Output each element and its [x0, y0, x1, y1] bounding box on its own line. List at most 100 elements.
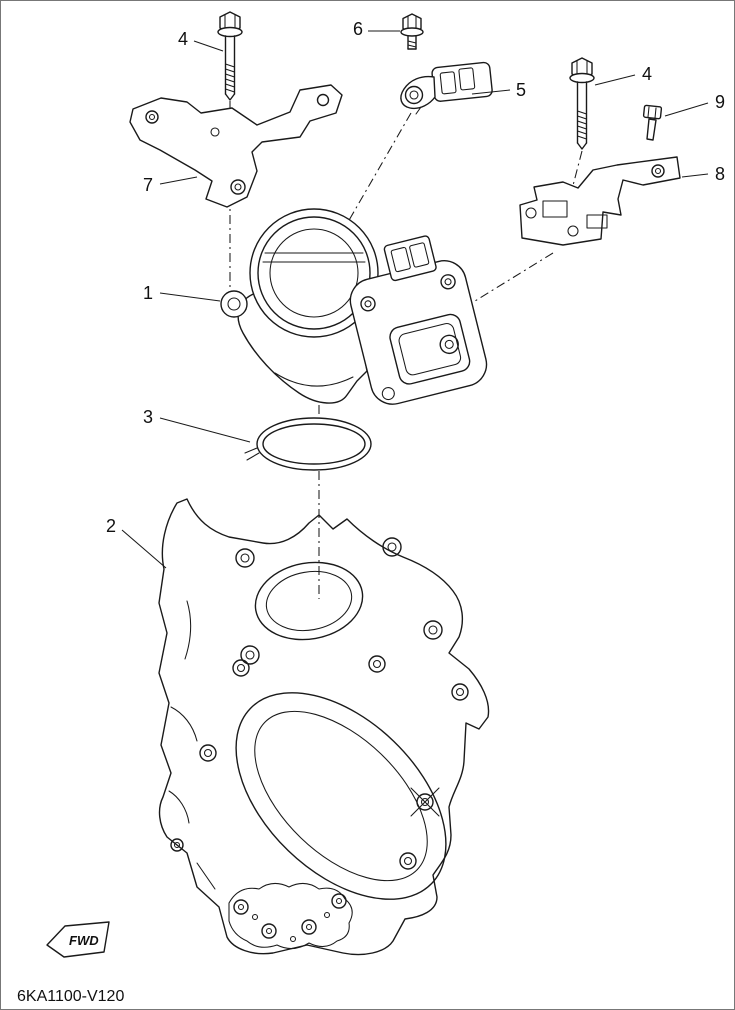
part-9-sensor	[642, 104, 663, 141]
oring-outer	[256, 417, 372, 471]
bracket7-hole	[230, 179, 246, 195]
bolt6-thread	[407, 44, 417, 48]
callout-part-8: 8	[715, 164, 725, 184]
bracket7-hole-small	[210, 127, 220, 137]
manifold-ribs	[168, 600, 440, 890]
tps-corner-boss	[360, 296, 376, 312]
sensor5-tail	[415, 106, 422, 115]
part9-head-line	[647, 106, 650, 118]
tps-unit	[349, 235, 488, 405]
callout-leaders	[121, 30, 709, 569]
bracket7-hole	[145, 110, 159, 124]
sensor5-pin	[458, 67, 476, 91]
tps-inner-plate	[389, 313, 471, 385]
leader-9	[664, 102, 709, 117]
tps-cover	[349, 260, 488, 405]
callout-part-7: 7	[143, 175, 153, 195]
bracket7-hole-inner	[148, 113, 156, 121]
bracket8-hole	[651, 164, 665, 178]
manifold-runner-outer	[235, 692, 447, 900]
manifold-outline	[158, 498, 490, 956]
throttlebody-bottom-rim	[274, 372, 354, 387]
bolt4r-threads	[576, 110, 588, 140]
manifold-top-port	[254, 561, 364, 641]
callout-part-3: 3	[143, 407, 153, 427]
tps-screw	[444, 339, 454, 349]
part-6-bolt	[400, 13, 424, 50]
tps-corner-boss	[381, 387, 395, 401]
diagram-code: 6KA1100-V120	[17, 988, 124, 1005]
part9-stem	[646, 118, 657, 141]
sensor5-pin	[439, 71, 457, 95]
leader-4-right	[594, 74, 636, 86]
tps-corner-hole	[364, 300, 372, 308]
throttlebody-bore-rim	[257, 216, 371, 330]
leader-2	[121, 529, 167, 569]
fwd-arrow-shape	[46, 921, 110, 958]
bracket8-outline	[519, 156, 681, 246]
leader-7	[159, 176, 198, 185]
manifold-port-inner	[265, 570, 353, 632]
centerline-bracket8	[474, 252, 554, 302]
bolt6-flange	[400, 27, 424, 37]
part-5-sensor	[400, 61, 493, 115]
part-3-oring	[244, 417, 372, 471]
throttlebody-left-boss	[220, 290, 248, 318]
centerline-sensor5	[347, 112, 412, 223]
tps-corner-boss	[440, 274, 456, 290]
tps-connector-pin	[390, 246, 411, 273]
manifold-bolt-bosses	[170, 537, 469, 870]
oring-inner	[262, 423, 366, 465]
callout-part-4-left: 4	[178, 29, 188, 49]
part-7-bracket	[129, 84, 343, 208]
manifold-bottom-holes	[233, 893, 347, 943]
leader-4-left	[193, 40, 224, 52]
bracket8-cutout	[586, 214, 608, 229]
sensor5-mount-hole-inner	[409, 90, 419, 100]
bracket8-hole	[567, 225, 579, 237]
bracket7-hole-inner	[234, 183, 242, 191]
bracket8-cutout	[542, 200, 568, 218]
part-4-bolt-left	[217, 11, 243, 101]
bolt4l-tip	[224, 93, 236, 101]
tps-corner-hole	[444, 278, 452, 286]
callout-part-4-right: 4	[642, 64, 652, 84]
manifold-runner	[235, 692, 447, 900]
callout-part-1: 1	[143, 283, 153, 303]
manifold-port-outer	[254, 561, 364, 641]
callout-part-6: 6	[353, 19, 363, 39]
callout-part-2: 2	[106, 516, 116, 536]
throttlebody-bore	[269, 228, 359, 318]
sensor5-mount-hole	[404, 85, 424, 105]
leader-5	[471, 89, 511, 95]
part-1-throttle-body	[220, 208, 488, 405]
bolt4l-flange	[217, 26, 243, 38]
manifold-bottom-flange	[228, 882, 353, 950]
part-2-manifold	[158, 498, 490, 956]
tps-connector-pin	[409, 242, 430, 268]
leader-3	[159, 417, 251, 443]
callout-numbers: 4 6 5 4 9 8 7 1 3 2	[106, 19, 725, 536]
tps-screw-boss	[439, 334, 459, 355]
bracket8-hole	[525, 207, 537, 219]
sensor5-flange-arm	[400, 75, 436, 110]
bolt4r-tip	[576, 142, 588, 150]
bolt4l-threads	[224, 63, 236, 93]
part9-head	[642, 104, 663, 120]
part-4-bolt-right	[569, 57, 595, 150]
throttlebody-left-boss-hole	[227, 297, 241, 311]
fwd-flag: FWD	[46, 921, 110, 958]
leader-8	[681, 173, 709, 178]
part9-head-line	[654, 107, 657, 119]
throttlebody-outer-ring	[249, 208, 379, 338]
tps-inner-plate2	[398, 323, 462, 376]
bolt6-thread	[407, 40, 417, 44]
bracket7-hole	[316, 93, 330, 107]
part-8-bracket	[519, 156, 681, 246]
bracket7-outline	[129, 84, 343, 208]
bolt4r-flange	[569, 72, 595, 84]
leader-1	[159, 292, 221, 302]
fwd-label: FWD	[69, 933, 99, 948]
